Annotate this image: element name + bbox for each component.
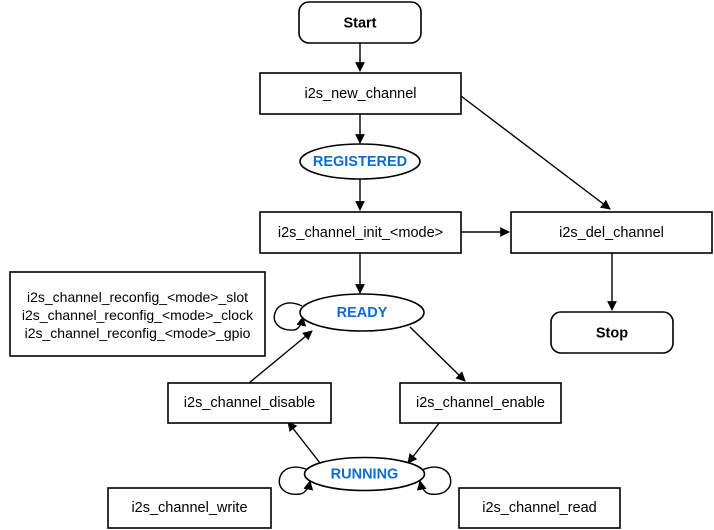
node-new-channel [259,72,462,115]
edge-running-to-channel-disable [287,421,321,464]
node-channel-enable [399,382,562,424]
node-start [298,1,422,44]
node-channel-disable [167,382,332,424]
node-channel-disable-label: i2s_channel_disable [184,395,315,411]
node-state-ready [299,293,425,332]
node-reconfig-line-2: i2s_channel_reconfig_<mode>_clock [22,307,254,323]
node-start-label: Start [343,15,376,31]
edge-channel-disable-to-ready [248,330,313,384]
node-reconfig-box [9,271,266,357]
loop-running-read [416,466,452,495]
node-channel-enable-label: i2s_channel_enable [416,395,545,411]
node-channel-write-label: i2s_channel_write [131,500,247,516]
node-reconfig-line-3: i2s_channel_reconfig_<mode>_gpio [25,325,251,341]
node-state-running-label: RUNNING [331,466,399,482]
node-state-registered [299,143,421,180]
node-channel-init-label: i2s_channel_init_<mode> [278,225,443,241]
node-state-ready-label: READY [337,305,388,321]
node-del-channel-label: i2s_del_channel [559,225,664,241]
node-state-registered-label: REGISTERED [313,154,407,170]
loop-running-write [278,466,314,495]
node-channel-write [107,487,272,529]
node-channel-read [458,487,621,529]
node-channel-read-label: i2s_channel_read [482,500,596,516]
node-new-channel-label: i2s_new_channel [304,86,416,102]
node-reconfig-line-1: i2s_channel_reconfig_<mode>_slot [27,289,248,305]
node-stop [550,311,674,354]
node-del-channel [510,211,713,254]
loop-ready-reconfig [273,302,307,331]
node-state-running [303,456,426,492]
edge-ready-to-channel-enable [409,326,466,382]
node-channel-init [259,211,462,254]
edge-channel-enable-to-running [407,421,441,464]
node-stop-label: Stop [596,325,628,341]
edge-new-channel-to-del-channel [460,95,611,210]
